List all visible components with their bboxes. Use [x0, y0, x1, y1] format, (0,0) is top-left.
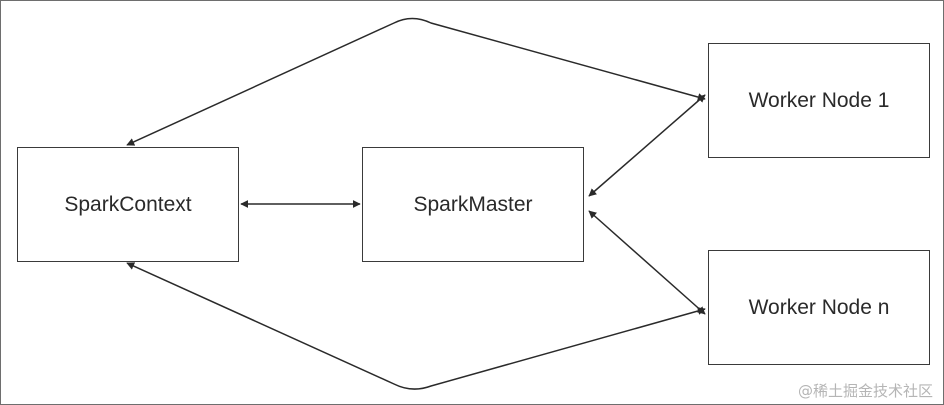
edge-master-worker-1	[588, 94, 706, 197]
spark-context-node: SparkContext	[17, 147, 239, 262]
spark-context-label: SparkContext	[64, 192, 192, 216]
edge-context-worker-n	[126, 262, 706, 390]
edge-master-worker-n	[588, 210, 706, 315]
spark-master-label: SparkMaster	[413, 192, 533, 216]
watermark-text: @稀土掘金技术社区	[797, 382, 933, 400]
worker-node-1: Worker Node 1	[708, 43, 930, 158]
edge-context-worker-1	[126, 17, 706, 146]
worker-node-n: Worker Node n	[708, 250, 930, 365]
worker-node-1-label: Worker Node 1	[748, 88, 890, 112]
worker-node-n-label: Worker Node n	[748, 295, 890, 319]
spark-master-node: SparkMaster	[362, 147, 584, 262]
